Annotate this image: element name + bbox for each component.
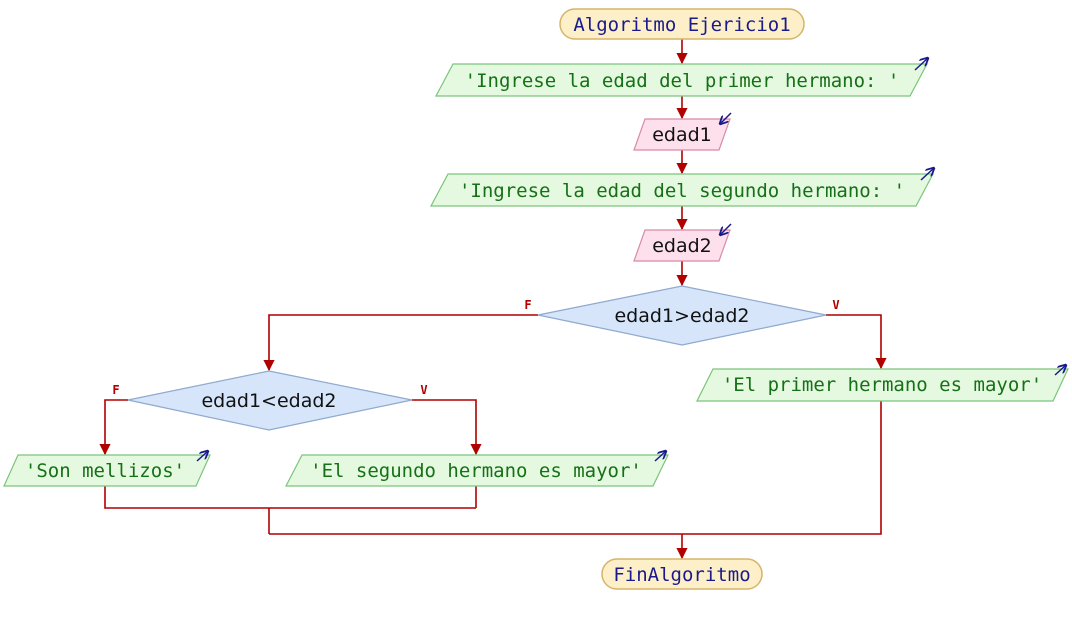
output-arrow-icon bbox=[920, 168, 934, 181]
input-shape bbox=[633, 118, 731, 151]
out1-label: 'Ingrese la edad del primer hermano: ' bbox=[465, 70, 900, 92]
dec2-true-label: V bbox=[420, 383, 427, 397]
start-label: Algoritmo Ejericio1 bbox=[573, 14, 790, 36]
out-mellizos-label: 'Son mellizos' bbox=[25, 460, 185, 482]
dec1-label: edad1>edad2 bbox=[614, 305, 749, 327]
dec2-label: edad1<edad2 bbox=[201, 390, 336, 412]
node-out-mayor1: 'El primer hermano es mayor' bbox=[696, 365, 1069, 402]
output-shape bbox=[430, 173, 934, 207]
output-shape bbox=[3, 454, 211, 487]
edge-dec1-true bbox=[826, 314, 887, 370]
input-shape bbox=[633, 229, 731, 262]
out-mayor2-label: 'El segundo hermano es mayor' bbox=[310, 460, 642, 482]
edge-dec2-true bbox=[412, 399, 482, 456]
terminal-shape bbox=[601, 558, 763, 590]
output-arrow-icon bbox=[654, 451, 666, 462]
node-end: FinAlgoritmo bbox=[601, 558, 763, 590]
output-arrow-icon bbox=[914, 58, 928, 71]
output-shape bbox=[435, 63, 928, 97]
dec1-true-label: V bbox=[832, 298, 839, 312]
node-out2: 'Ingrese la edad del segundo hermano: ' bbox=[430, 168, 934, 207]
node-out-mayor2: 'El segundo hermano es mayor' bbox=[285, 451, 669, 487]
node-in1: edad1 bbox=[633, 112, 732, 151]
decision-shape bbox=[127, 370, 413, 431]
dec1-false-label: F bbox=[524, 298, 531, 312]
node-start: Algoritmo Ejericio1 bbox=[559, 8, 805, 40]
edge-mayor1-merge bbox=[269, 401, 882, 535]
end-label: FinAlgoritmo bbox=[613, 564, 750, 586]
node-out-mellizos: 'Son mellizos' bbox=[3, 451, 211, 487]
output-arrow-icon bbox=[1054, 365, 1066, 376]
node-dec1: edad1>edad2 F V bbox=[524, 285, 840, 346]
output-shape bbox=[696, 368, 1069, 402]
out2-label: 'Ingrese la edad del segundo hermano: ' bbox=[459, 180, 905, 202]
in2-label: edad2 bbox=[652, 235, 712, 257]
input-arrow-icon bbox=[720, 223, 732, 235]
decision-shape bbox=[537, 285, 827, 346]
node-out1: 'Ingrese la edad del primer hermano: ' bbox=[435, 58, 928, 97]
input-arrow-icon bbox=[720, 112, 732, 124]
terminal-shape bbox=[559, 8, 805, 40]
dec2-false-label: F bbox=[112, 383, 119, 397]
edges bbox=[99, 39, 887, 560]
in1-label: edad1 bbox=[652, 124, 712, 146]
node-dec2: edad1<edad2 F V bbox=[112, 370, 428, 431]
edge-mellizos-merge bbox=[104, 486, 476, 509]
edge-dec2-false bbox=[99, 399, 128, 456]
output-shape bbox=[285, 454, 669, 487]
edge-dec1-false bbox=[263, 314, 538, 372]
out-mayor1-label: 'El primer hermano es mayor' bbox=[722, 374, 1042, 396]
node-in2: edad2 bbox=[633, 223, 732, 262]
output-arrow-icon bbox=[196, 451, 208, 462]
